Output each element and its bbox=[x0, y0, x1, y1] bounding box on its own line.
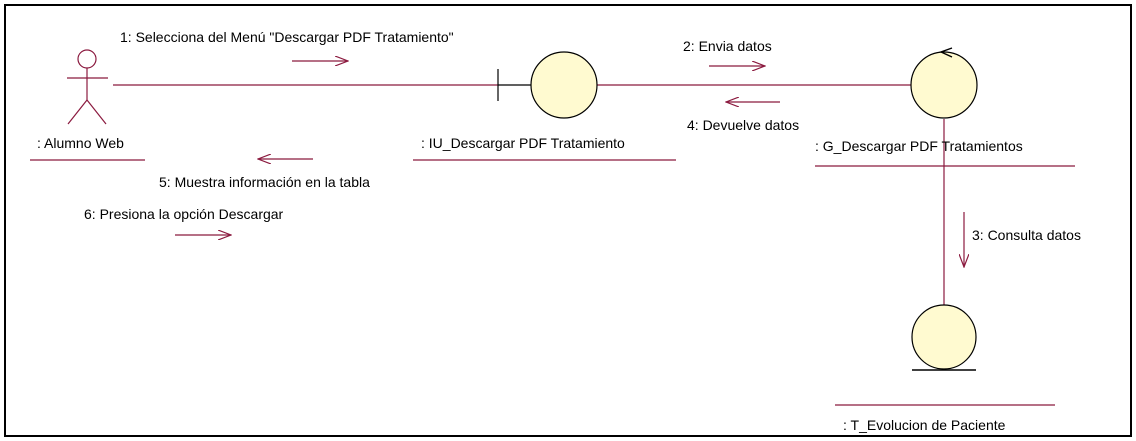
control-icon bbox=[910, 47, 978, 119]
entity-icon bbox=[911, 304, 977, 371]
control-label: : G_Descargar PDF Tratamientos bbox=[815, 138, 1023, 154]
actor-label: : Alumno Web bbox=[37, 135, 124, 151]
message-1-label: 1: Selecciona del Menú "Descargar PDF Tr… bbox=[120, 29, 454, 45]
message-2-label: 2: Envia datos bbox=[683, 38, 772, 54]
message-6-label: 6: Presiona la opción Descargar bbox=[84, 206, 284, 222]
boundary-label: : IU_Descargar PDF Tratamiento bbox=[421, 135, 625, 151]
actor-icon bbox=[67, 49, 108, 125]
message-3-label: 3: Consulta datos bbox=[972, 227, 1081, 243]
boundary-icon bbox=[497, 51, 598, 119]
entity-label: : T_Evolucion de Paciente bbox=[843, 417, 1006, 433]
message-5-label: 5: Muestra información en la tabla bbox=[159, 174, 370, 190]
message-4-label: 4: Devuelve datos bbox=[687, 117, 799, 133]
